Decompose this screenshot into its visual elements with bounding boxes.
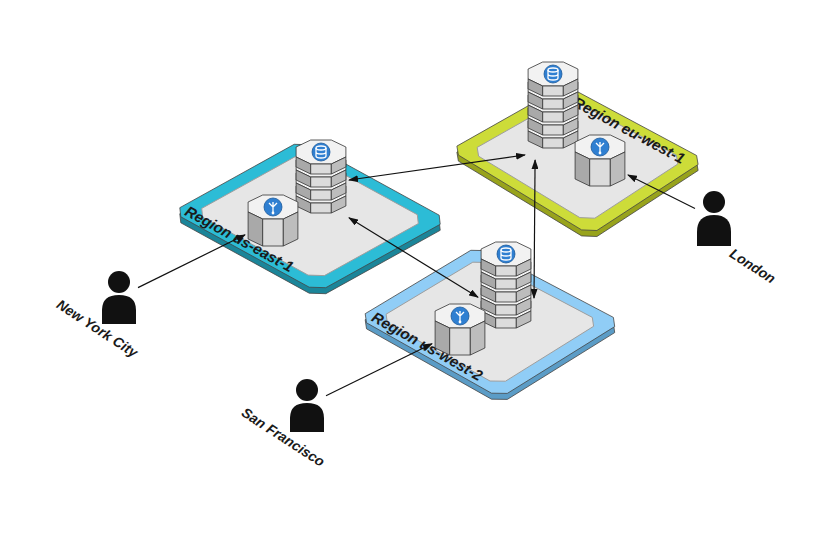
prism-side: [543, 112, 564, 122]
prism-side: [481, 259, 496, 276]
connector: [534, 160, 535, 298]
prism-side: [543, 99, 564, 109]
load-balancer-icon: [432, 302, 488, 358]
prism-side: [311, 164, 332, 174]
database-stack: [525, 60, 581, 160]
database-stack: [293, 138, 349, 222]
prism-side: [543, 86, 564, 96]
balancer-symbol: [596, 142, 604, 153]
user-head: [296, 379, 318, 401]
database-icon: [525, 60, 581, 160]
user-body: [290, 403, 324, 432]
balancer-symbol: [599, 152, 602, 155]
balancer-symbol: [456, 311, 464, 322]
prism-side: [296, 157, 311, 174]
prism-side: [543, 125, 564, 135]
connector: [326, 344, 432, 396]
prism-side: [516, 259, 531, 276]
location-name: London: [727, 246, 778, 286]
region-edge: [365, 256, 615, 399]
prism-side: [450, 328, 471, 355]
prism-side: [283, 212, 298, 246]
prism-side: [496, 292, 517, 302]
icon-badge: [497, 245, 515, 263]
db-symbol: [316, 146, 326, 150]
db-symbol: [501, 248, 511, 252]
prism-side: [496, 279, 517, 289]
user-body: [102, 295, 136, 324]
prism-side: [543, 138, 564, 148]
prism-side: [610, 152, 625, 186]
prism-side: [496, 266, 517, 276]
prism-side: [575, 152, 590, 186]
icon-badge: [591, 138, 609, 156]
connector: [349, 155, 525, 180]
prism-side: [470, 321, 485, 355]
prism-side: [435, 321, 450, 355]
region-zone: Region us-east-1: [168, 136, 452, 302]
region-floor: [477, 100, 678, 218]
user-head: [703, 191, 725, 213]
region-floor: [386, 262, 593, 381]
db-symbol: [316, 148, 326, 158]
prism-side: [496, 305, 517, 315]
database-stack: [478, 240, 534, 328]
load-balancer-icon: [245, 193, 301, 249]
prism-side: [248, 212, 263, 246]
region-border: [365, 250, 615, 393]
user-location: London: [695, 190, 733, 246]
user-body: [697, 215, 731, 246]
db-symbol: [548, 68, 558, 72]
region-border: [180, 144, 440, 287]
balancer-symbol: [269, 202, 277, 213]
user-icon: [695, 190, 733, 246]
icon-badge: [544, 65, 562, 83]
load-balancer: [432, 302, 488, 358]
prism-side: [311, 190, 332, 200]
load-balancer: [245, 193, 301, 249]
prism-side: [311, 203, 332, 213]
prism-side: [496, 318, 517, 328]
prism-side: [311, 177, 332, 187]
icon-badge: [451, 307, 469, 325]
region-edge: [180, 150, 440, 293]
icon-badge: [264, 198, 282, 216]
database-icon: [478, 240, 534, 328]
user-icon: [288, 378, 326, 432]
db-symbol: [501, 250, 511, 260]
user-icon: [100, 270, 138, 324]
icon-badge: [312, 143, 330, 161]
region-zone: Region eu-west-1: [448, 82, 710, 244]
balancer-symbol: [459, 321, 462, 324]
prism-side: [590, 159, 611, 186]
prism-side: [563, 79, 578, 96]
prism-side: [331, 157, 346, 174]
prism-side: [528, 79, 543, 96]
balancer-symbol: [272, 212, 275, 215]
connector: [138, 235, 245, 288]
connector: [628, 175, 695, 209]
region-border: [457, 89, 698, 231]
load-balancer-icon: [572, 133, 628, 189]
user-head: [108, 271, 130, 293]
connector: [349, 218, 478, 297]
load-balancer: [572, 133, 628, 189]
prism-side: [263, 219, 284, 246]
region-zone: Region us-west-2: [356, 244, 624, 404]
user-location: New York City: [100, 270, 138, 324]
user-location: San Francisco: [288, 378, 326, 432]
db-symbol: [548, 70, 558, 80]
database-icon: [293, 138, 349, 222]
